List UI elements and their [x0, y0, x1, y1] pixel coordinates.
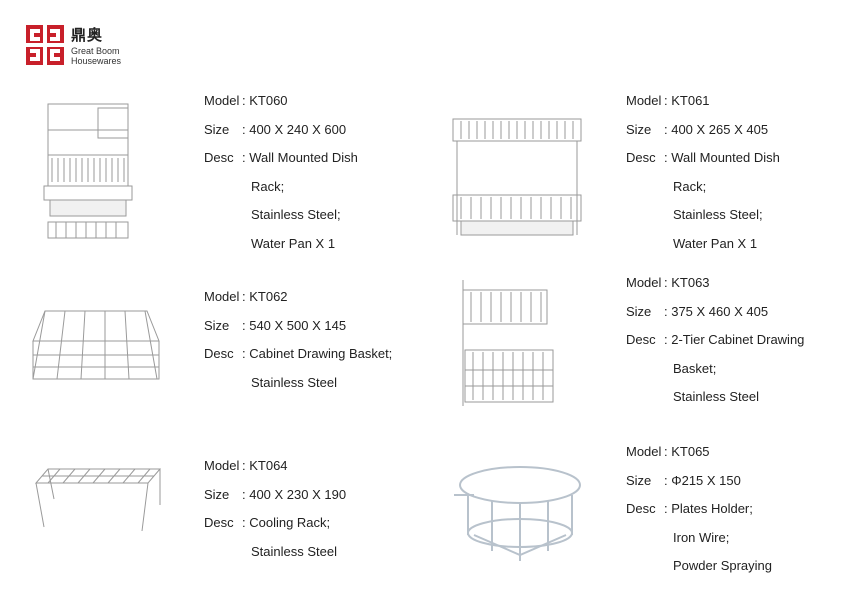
desc-label: Desc [626, 150, 656, 165]
size-label: Size [626, 122, 652, 137]
desc-value: Rack; [673, 179, 707, 194]
size-value: : 400 X 265 X 405 [664, 122, 769, 137]
product-image-kt063 [457, 270, 557, 412]
size-value: : Φ215 X 150 [664, 473, 741, 488]
model-value: : KT065 [664, 444, 710, 459]
desc-value: Water Pan X 1 [673, 236, 758, 251]
size-label: Size [204, 122, 230, 137]
brand-name-line2: Housewares [71, 56, 122, 66]
model-label: Model [626, 444, 662, 459]
size-label: Size [626, 473, 652, 488]
desc-label: Desc [626, 332, 656, 347]
desc-label: Desc [204, 515, 234, 530]
size-value: : 400 X 240 X 600 [242, 122, 347, 137]
desc-value: Stainless Steel [251, 375, 337, 390]
desc-value: Rack; [251, 179, 285, 194]
desc-value: : Wall Mounted Dish [664, 150, 780, 165]
brand-logo-icon [26, 25, 64, 70]
model-value: : KT061 [664, 93, 710, 108]
desc-value: : 2-Tier Cabinet Drawing [664, 332, 805, 347]
size-value: : 400 X 230 X 190 [242, 487, 347, 502]
model-label: Model [204, 458, 240, 473]
model-value: : KT063 [664, 275, 710, 290]
desc-value: Stainless Steel [673, 389, 759, 404]
size-value: : 540 X 500 X 145 [242, 318, 347, 333]
size-value: : 375 X 460 X 405 [664, 304, 769, 319]
desc-value: Powder Spraying [673, 558, 772, 573]
desc-value: : Cabinet Drawing Basket; [242, 346, 393, 361]
desc-label: Desc [204, 346, 234, 361]
size-label: Size [626, 304, 652, 319]
product-image-kt064 [30, 465, 168, 533]
desc-value: : Wall Mounted Dish [242, 150, 358, 165]
model-label: Model [626, 93, 662, 108]
product-image-kt062 [25, 305, 167, 387]
desc-value: Iron Wire; [673, 530, 730, 545]
product-image-kt061 [447, 115, 587, 241]
desc-value: Water Pan X 1 [251, 236, 336, 251]
desc-value: Stainless Steel; [673, 207, 763, 222]
product-image-kt060 [40, 100, 136, 246]
desc-value: Basket; [673, 361, 717, 376]
desc-value: Stainless Steel [251, 544, 337, 559]
model-label: Model [204, 289, 240, 304]
brand-name-line1: Great Boom [71, 46, 120, 56]
model-value: : KT064 [242, 458, 288, 473]
desc-value: : Cooling Rack; [242, 515, 331, 530]
brand-name-en: Great Boom Housewares [71, 46, 121, 66]
size-label: Size [204, 318, 230, 333]
size-label: Size [204, 487, 230, 502]
brand-name-cn: 鼎奥 [71, 27, 104, 44]
model-label: Model [204, 93, 240, 108]
desc-label: Desc [204, 150, 234, 165]
desc-label: Desc [626, 501, 656, 516]
desc-value: Stainless Steel; [251, 207, 341, 222]
product-image-kt065 [452, 455, 588, 567]
model-value: : KT062 [242, 289, 288, 304]
model-value: : KT060 [242, 93, 288, 108]
desc-value: : Plates Holder; [664, 501, 753, 516]
model-label: Model [626, 275, 662, 290]
